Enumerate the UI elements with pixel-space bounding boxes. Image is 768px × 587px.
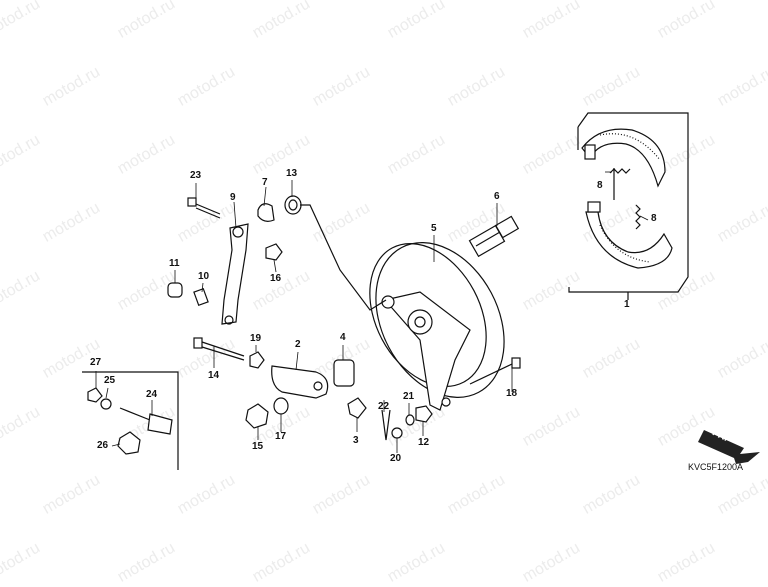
collar-4 [333, 359, 355, 387]
callout-26: 26 [97, 440, 109, 451]
brake-shoe-frame [568, 112, 689, 300]
callout-20: 20 [390, 453, 402, 464]
callout-13: 13 [286, 168, 298, 179]
spring-lower [635, 204, 641, 230]
callout-5: 5 [431, 223, 437, 234]
washer-20 [391, 427, 403, 439]
brake-shoe-upper [581, 128, 666, 188]
callout-16: 16 [270, 273, 282, 284]
callout-6: 6 [494, 191, 500, 202]
brake-cam [468, 215, 520, 258]
front-direction-arrow [698, 430, 760, 464]
washer-7 [257, 203, 275, 222]
sub-assembly-frame [82, 371, 179, 470]
washer-25 [100, 398, 112, 410]
callout-4: 4 [340, 332, 346, 343]
brake-shoe-lower [585, 201, 673, 269]
bolt-23 [187, 197, 221, 219]
callout-7: 7 [262, 177, 268, 188]
leader-lines [95, 171, 649, 453]
nut-12 [415, 405, 433, 423]
callout-1: 1 [624, 299, 630, 310]
callout-15: 15 [252, 441, 264, 452]
washer-17 [273, 397, 289, 415]
callout-19: 19 [250, 333, 262, 344]
seal-13 [284, 195, 302, 215]
callout-21: 21 [403, 391, 415, 402]
clip-3 [347, 397, 367, 419]
callout-23: 23 [190, 170, 202, 181]
brake-panel [369, 242, 505, 411]
callout-9: 9 [230, 192, 236, 203]
brake-link [271, 365, 329, 399]
nut-27 [87, 387, 103, 403]
bolt-14 [193, 337, 245, 361]
callout-24: 24 [146, 389, 158, 400]
cotter-pin-22 [381, 409, 391, 441]
diagram-code: KVC5F1200A [688, 462, 744, 472]
callout-14: 14 [208, 370, 220, 381]
callout-11: 11 [169, 258, 180, 269]
callout-27: 27 [90, 357, 102, 368]
callout-22: 22 [378, 401, 390, 412]
leader-13 [300, 204, 387, 311]
brake-arm [221, 223, 249, 325]
callout-10: 10 [198, 271, 210, 282]
nut-19 [249, 351, 265, 369]
callout-18: 18 [506, 388, 518, 399]
bushing-11 [167, 282, 183, 298]
bolt-18 [469, 357, 521, 385]
pin-10 [193, 287, 209, 307]
callout-25: 25 [104, 375, 116, 386]
spring-upper [609, 168, 631, 200]
nut-16 [265, 243, 283, 261]
washer-21 [405, 414, 415, 426]
callout-17: 17 [275, 431, 287, 442]
nut-26 [117, 431, 141, 455]
callout-3: 3 [353, 435, 359, 446]
nut-15 [245, 403, 269, 429]
callout-2: 2 [295, 339, 301, 350]
callout-12: 12 [418, 437, 430, 448]
callout-8-upper: 8 [597, 180, 603, 191]
adjust-rod-24 [119, 407, 173, 435]
callout-8-lower: 8 [651, 213, 657, 224]
